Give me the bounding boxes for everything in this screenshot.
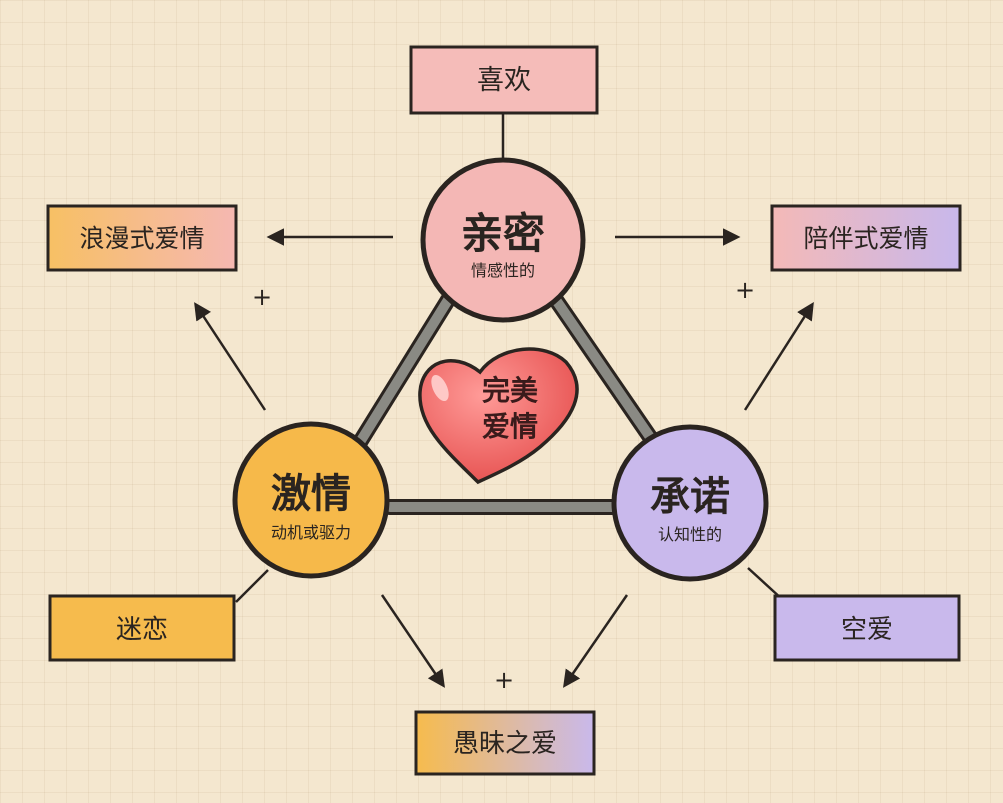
triangle-connectors [344,292,660,515]
heart: 完美 爱情 [418,347,579,485]
box-infatuation: 迷恋 [48,594,236,662]
box-liking-label: 喜欢 [477,65,531,96]
box-companionate: 陪伴式爱情 [770,204,962,272]
plus-romantic: + [252,283,272,311]
arrows [194,228,814,688]
box-fatuous: 愚昧之爱 [414,710,596,776]
box-romantic-label: 浪漫式爱情 [79,224,204,253]
heart-highlight [431,374,449,402]
node-passion: 激情 动机或驱力 [232,421,390,579]
box-empty: 空爱 [773,594,961,662]
node-commitment-subtitle: 认知性的 [658,525,722,544]
arrow-romantic-passion [194,302,267,411]
box-empty-label: 空爱 [841,615,893,645]
node-commitment: 承诺 认知性的 [611,424,769,582]
box-companionate-label: 陪伴式爱情 [803,224,928,253]
node-commitment-title: 承诺 [650,474,730,520]
box-infatuation-label: 迷恋 [116,615,168,645]
arrow-commitment-fatuous [563,594,629,688]
heart-shape [418,347,579,485]
arrow-passion-fatuous [380,594,445,688]
connector-intimacy-passion-fill [347,295,453,460]
box-liking: 喜欢 [409,45,599,115]
box-romantic: 浪漫式爱情 [46,204,238,272]
heart-line2: 爱情 [482,410,538,443]
node-passion-subtitle: 动机或驱力 [271,523,351,542]
node-intimacy-subtitle: 情感性的 [471,261,535,280]
heart-line1: 完美 [482,374,538,407]
box-fatuous-label: 愚昧之爱 [453,729,557,759]
plus-companionate: + [735,276,755,304]
plus-fatuous: + [494,666,514,694]
line-passion-infatuation [235,569,269,603]
connector-intimacy-commitment-fill [551,295,657,445]
node-passion-title: 激情 [271,471,351,517]
node-intimacy-title: 亲密 [461,209,545,258]
arrow-companionate-commitment [743,302,814,411]
node-intimacy: 亲密 情感性的 [420,157,586,323]
